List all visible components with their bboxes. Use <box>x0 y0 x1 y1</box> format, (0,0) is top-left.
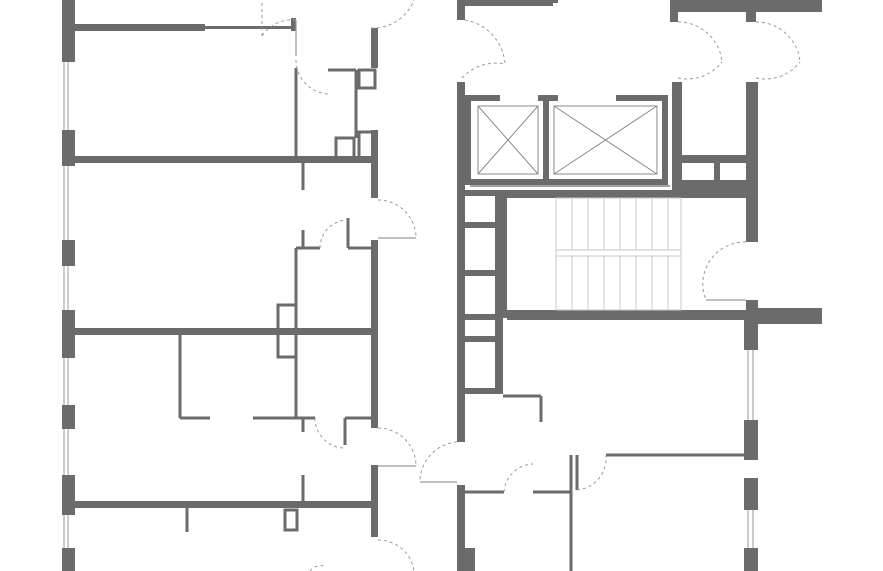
stairwell <box>555 197 682 311</box>
left-block-walls <box>75 18 378 537</box>
elevator-shaft-small <box>477 105 539 175</box>
exterior-wall-left <box>62 0 75 571</box>
core-walls <box>457 0 822 571</box>
door-swings <box>261 0 801 571</box>
elevator-shaft-large <box>553 105 658 175</box>
apartment-right-lower <box>465 320 758 571</box>
windows-left <box>63 62 69 548</box>
